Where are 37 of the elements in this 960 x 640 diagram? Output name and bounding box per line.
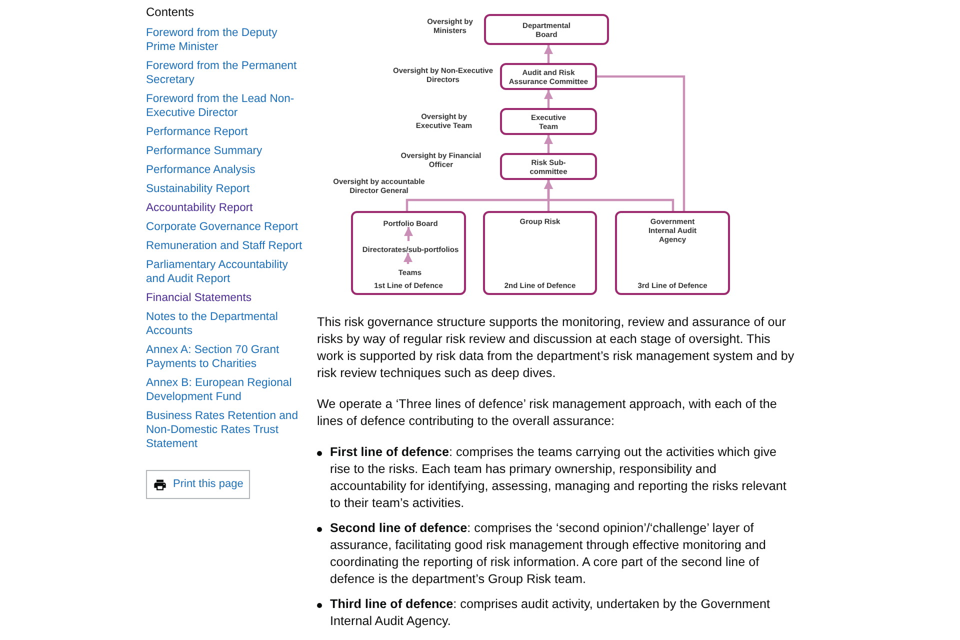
contents-link: Corporate Governance Report (146, 220, 299, 234)
contents-link: Foreword from the Permanent Secretary (146, 59, 298, 87)
contents-link: Foreword from the Deputy Prime Minister (146, 26, 278, 54)
connector-line (597, 75, 686, 211)
contents-link: Performance Analysis (146, 163, 256, 177)
committee-box (484, 14, 609, 45)
contents-link: Annex A: Section 70 Grant Payments to Charities (146, 343, 280, 371)
committee-box (500, 63, 597, 90)
committee-box (483, 211, 597, 295)
bullet-point-text: First line of defence: comprises the teams carrying out the activities which give rise to the risks. Each team has primary ownership, responsibility and accountability for identifying, assessing, managing and reporting the risks relevant to their team’s activities. (330, 444, 788, 512)
contents-link: Performance Report (146, 125, 249, 139)
contents-link: Sustainability Report (146, 182, 251, 196)
committee-box (500, 153, 597, 180)
contents-link: Remuneration and Staff Report (146, 239, 304, 253)
contents-heading: Contents (146, 5, 196, 20)
contents-link: Foreword from the Lead Non-Executive Director (146, 92, 296, 120)
arrow (404, 227, 413, 241)
print-button: Print this page (146, 470, 250, 499)
arrow (404, 253, 412, 264)
arrow (544, 45, 553, 63)
committee-box (351, 211, 466, 295)
arrow (544, 135, 553, 153)
contents-link: Parliamentary Accountability and Audit Report (146, 258, 289, 286)
arrow (544, 180, 674, 211)
committee-box (615, 211, 730, 295)
committee-box (500, 108, 597, 135)
contents-link: Annex B: European Regional Development Fund (146, 376, 293, 404)
contents-link: Business Rates Retention and Non-Domestic Rates Trust Statement (146, 409, 299, 451)
contents-link: Notes to the Departmental Accounts (146, 310, 279, 338)
contents-link: Performance Summary (146, 144, 264, 158)
contents-link: Financial Statements (146, 291, 252, 305)
bullet-point-text: Third line of defence: comprises audit activity, undertaken by the Government Internal Audit Agency. (330, 596, 772, 630)
bullet-point-text: Second line of defence: comprises the ‘second opinion’/‘challenge’ layer of assurance, facilitating good risk management through effective monitoring and coordinating the reporting of risk information. A core part of the second line of defence is the department’s Group Risk team. (330, 520, 767, 588)
contents-link: Accountability Report (146, 201, 254, 215)
arrow (544, 90, 553, 108)
body-paragraph: This risk governance structure supports the monitoring, review and assurance of our risks by way of regular risk review and discussion at each stage of oversight. This work is supported by risk data from the department’s risk management system and by risk review techniques such as deep dives. (317, 314, 795, 382)
body-paragraph: We operate a ‘Three lines of defence’ risk management approach, with each of the lines of defence contributing to the overall assurance: (317, 396, 778, 430)
